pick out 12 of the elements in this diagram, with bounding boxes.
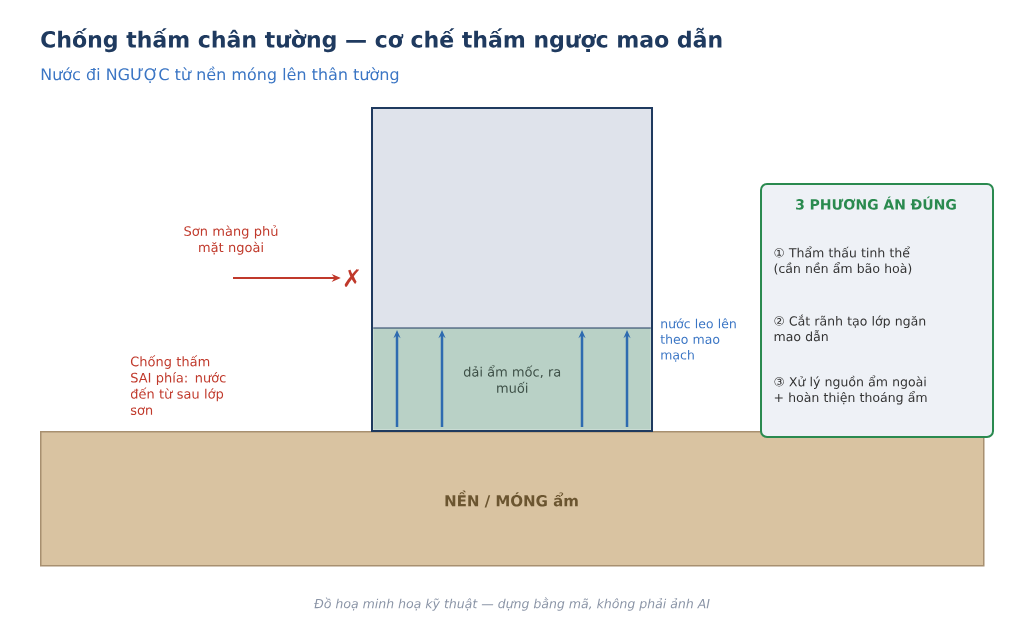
title: Chống thấm chân tường — cơ chế thấm ngược mao dẫn: [41, 27, 722, 53]
warning-note: Chống thấm SAI phía: nước đến từ sau lớp sơn: [130, 355, 226, 415]
cross-mark: ✗: [344, 269, 359, 287]
subtitle: Nước đi NGƯỢC từ nền móng lên thân tường: [41, 66, 399, 84]
options-panel: 3 PHƯƠNG ÁN ĐÚNG ① Thẩm thấu tinh thể (cần nền ẩm bão hoà) ② Cắt rãnh tạo lớp ngăn mao dẫn ③ Xử lý nguồn ẩm ngoài + hoàn thiện thoáng ẩm: [760, 183, 994, 438]
wall-section: [371, 107, 653, 432]
foundation-label: NỀN / MÓNG ẩm: [445, 490, 578, 508]
annotation: nước leo lên theo mao mạch: [660, 318, 736, 362]
caption: Đồ hoạ minh hoạ kỹ thuật — dựng bằng mã, không phải ảnh AI: [314, 597, 710, 611]
damp-zone: dải ẩm mốc, ra muối: [372, 327, 652, 430]
foundation-band: [40, 431, 985, 567]
edge-label: Sơn màng phủ mặt ngoài: [184, 225, 278, 255]
